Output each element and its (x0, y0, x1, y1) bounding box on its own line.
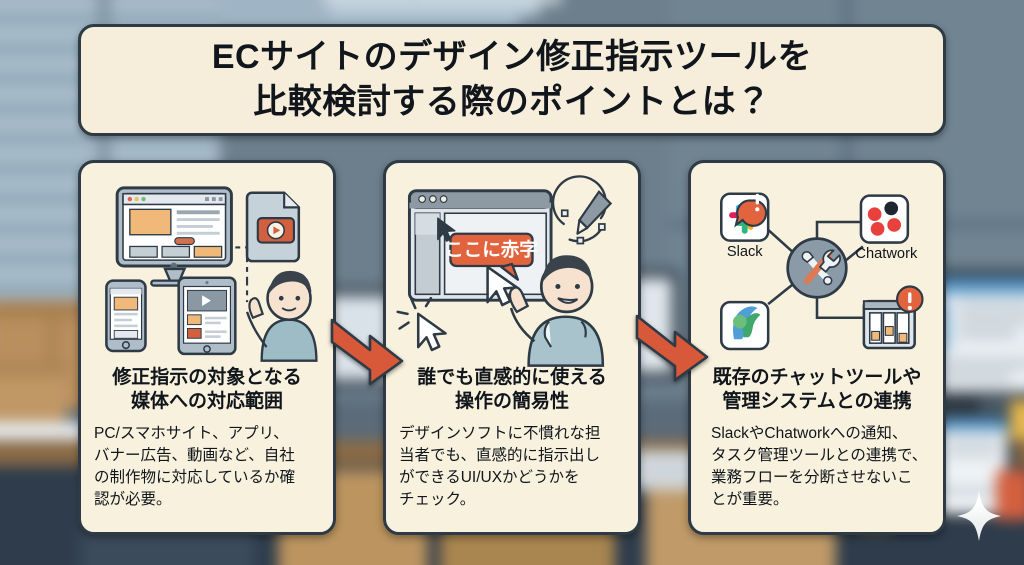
chatwork-icon (859, 194, 910, 244)
card-text-block: 修正指示の対象となる 媒体への対応範囲 PC/スマホサイト、アプリ、 バナー広告… (81, 366, 333, 511)
card-body: PC/スマホサイト、アプリ、 バナー広告、動画など、自社 の制作物に対応している… (94, 424, 296, 508)
card-heading: 修正指示の対象となる 媒体への対応範囲 (112, 367, 302, 413)
card-heading: 誰でも直感的に使える 操作の簡易性 (417, 367, 607, 413)
card-body: SlackやChatworkへの通知、 タスク管理ツールとの連携で、 業務フロー… (711, 424, 928, 508)
annotation-bubble-label: ここに赤字 (445, 239, 538, 260)
alert-badge-slack (734, 193, 768, 228)
task-app-icon (720, 300, 770, 351)
person-pointing (245, 270, 318, 362)
card-text-block: 誰でも直感的に使える 操作の簡易性 デザインソフトに不慣れな担 当者でも、直感的… (386, 366, 638, 511)
arrow-card2-to-card3 (635, 312, 709, 384)
point-card-ease-of-use: ここに赤字 (383, 160, 641, 535)
integration-network-illustration: Slack Chatwork (691, 163, 943, 368)
video-file (245, 191, 301, 263)
browser-annotation-illustration: ここに赤字 (386, 163, 638, 368)
arrow-card1-to-card2 (330, 316, 404, 388)
click-burst-cursor (396, 296, 447, 352)
smartphone (105, 279, 147, 353)
page-title-line-1: ECサイトのデザイン修正指示ツールを (211, 38, 813, 77)
card-body: デザインソフトに不慣れな担 当者でも、直感的に指示出し ができるUI/UXかどう… (399, 424, 601, 508)
pen-tool-icon (551, 175, 613, 245)
mouse-cursor-small (437, 217, 456, 242)
kanban-board-icon (862, 299, 916, 350)
person-pointing (508, 255, 605, 367)
page-title-line-2: 比較検討する際のポイントとは？ (253, 83, 771, 121)
connector-dashed-line (235, 246, 249, 303)
tablet (177, 276, 237, 356)
point-card-media-scope: 修正指示の対象となる 媒体への対応範囲 PC/スマホサイト、アプリ、 バナー広告… (78, 160, 336, 535)
red-annotation-bubble: ここに赤字 (445, 232, 538, 281)
page-title-banner: ECサイトのデザイン修正指示ツールを 比較検討する際のポイントとは？ (78, 24, 946, 136)
card-heading: 既存のチャットツールや 管理システムとの連携 (712, 367, 922, 413)
slack-label: Slack (727, 244, 763, 260)
point-card-integrations: Slack Chatwork (688, 160, 946, 535)
devices-and-media-illustration (81, 163, 333, 368)
desktop-monitor (115, 186, 233, 287)
sparkle-decoration (955, 490, 1003, 542)
tools-hub-icon (786, 237, 848, 299)
alert-badge-kanban (896, 285, 924, 313)
chatwork-label: Chatwork (855, 246, 918, 262)
card-text-block: 既存のチャットツールや 管理システムとの連携 SlackやChatworkへの通… (691, 366, 943, 511)
